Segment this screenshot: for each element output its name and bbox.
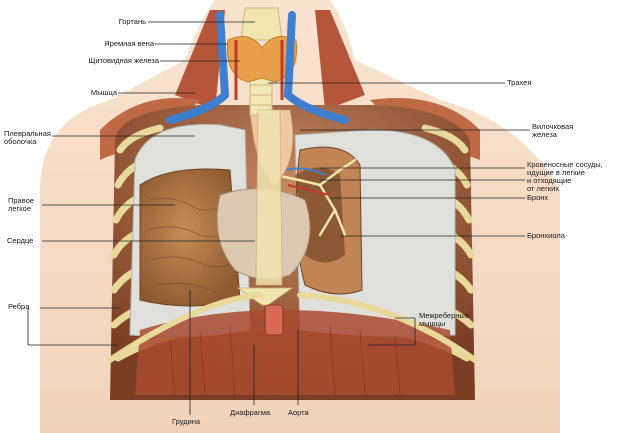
- label-pleura: Плевральная оболочка: [4, 129, 51, 146]
- label-thyroid: Щитовидная железа: [88, 56, 159, 65]
- thyroid: [227, 36, 297, 83]
- label-right-lung: Правое легкое: [8, 196, 34, 213]
- label-bronchiole: Бронхиола: [527, 231, 565, 240]
- neck-muscle-right: [315, 10, 365, 110]
- jugular-vein-right: [283, 11, 349, 124]
- label-bronchus: Бронх: [527, 193, 549, 202]
- jugular-vein-left: [166, 11, 230, 124]
- diaphragm-muscle: [135, 310, 455, 395]
- label-intercostal: Межреберные мышцы: [419, 311, 469, 328]
- label-jugular-vein: Яремная вена: [104, 39, 154, 48]
- label-thymus: Вилочковая железа: [532, 122, 574, 139]
- label-ribs: Ребра: [8, 302, 30, 311]
- label-aorta: Аорта: [288, 408, 309, 417]
- label-blood-vessels: Кровеносные сосуды, идущие в легкие и от…: [527, 160, 603, 193]
- label-trachea: Трахея: [507, 78, 532, 87]
- neck-muscle-left: [175, 10, 225, 110]
- aorta: [264, 304, 284, 336]
- label-heart: Сердце: [7, 236, 34, 245]
- label-sternum: Грудина: [172, 417, 201, 426]
- lung-vessels: [284, 167, 331, 196]
- larynx: [240, 7, 283, 41]
- leader-lines: [27, 21, 530, 415]
- label-larynx: Гортань: [118, 17, 146, 26]
- label-diaphragm: Диафрагма: [230, 408, 271, 417]
- label-muscle: Мышца: [90, 88, 117, 97]
- sternum: [255, 109, 283, 286]
